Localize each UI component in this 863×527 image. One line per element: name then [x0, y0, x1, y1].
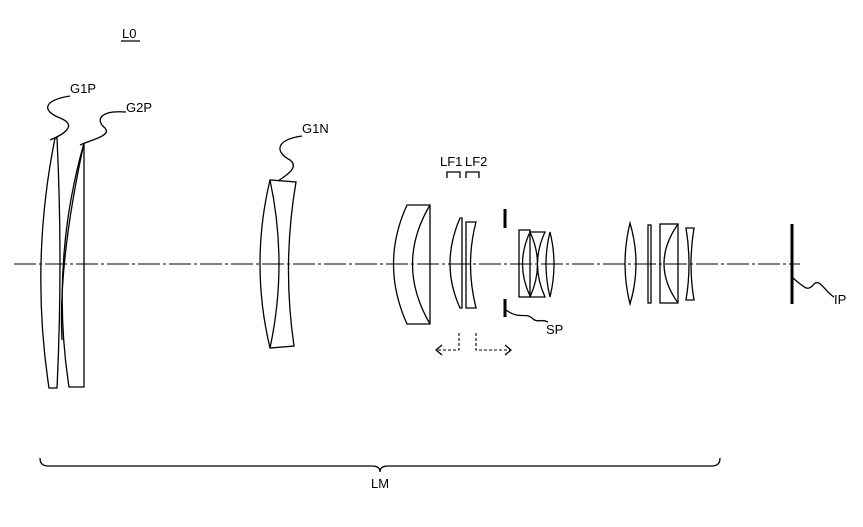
- lens-g1n: [259, 179, 297, 349]
- lens-g1p: [40, 137, 61, 389]
- g1p-leader: [47, 95, 71, 141]
- lens-g2p: [61, 142, 85, 388]
- lm-label: LM: [371, 476, 389, 491]
- lf2-arrow-right-icon: [504, 344, 513, 356]
- sp-leader: [505, 309, 549, 323]
- lens-meniscus-inner: [411, 204, 431, 325]
- ip-label: IP: [834, 292, 846, 307]
- lens-mid-3: [545, 231, 555, 298]
- lf2-label: LF2: [465, 154, 487, 169]
- lf1-label: LF1: [440, 154, 462, 169]
- lens-g1n-cemented-surface: [269, 179, 280, 349]
- lf2-move-path: [475, 333, 511, 351]
- lf1-move-path: [436, 333, 460, 351]
- lens-rear-2-plate: [647, 224, 652, 304]
- lens-rear-1: [624, 220, 637, 307]
- g1n-label: G1N: [302, 121, 329, 136]
- lens-g2p-inner: [60, 142, 85, 341]
- g1p-label: G1P: [70, 81, 96, 96]
- lf2-bracket: [465, 171, 480, 178]
- sp-label: SP: [546, 322, 563, 337]
- lens-mid-2: [528, 231, 547, 298]
- lens-rear-3-surface: [663, 223, 679, 304]
- lf1-bracket: [446, 171, 461, 178]
- lm-bracket: [39, 457, 721, 473]
- lf1-arrow-left-icon: [434, 344, 443, 356]
- lens-rear-3: [659, 223, 679, 304]
- lens-lf1: [449, 217, 463, 309]
- lens-rear-4: [685, 227, 695, 301]
- lens-mid-1-surface: [521, 231, 531, 297]
- g2p-label: G2P: [126, 100, 152, 115]
- lens-lf2: [465, 221, 477, 309]
- ip-leader: [792, 277, 835, 298]
- lens-mid-1: [518, 229, 531, 298]
- system-label: L0: [122, 26, 136, 41]
- g1n-leader: [277, 135, 303, 182]
- lens-meniscus-front: [392, 204, 431, 325]
- g2p-leader: [79, 111, 127, 146]
